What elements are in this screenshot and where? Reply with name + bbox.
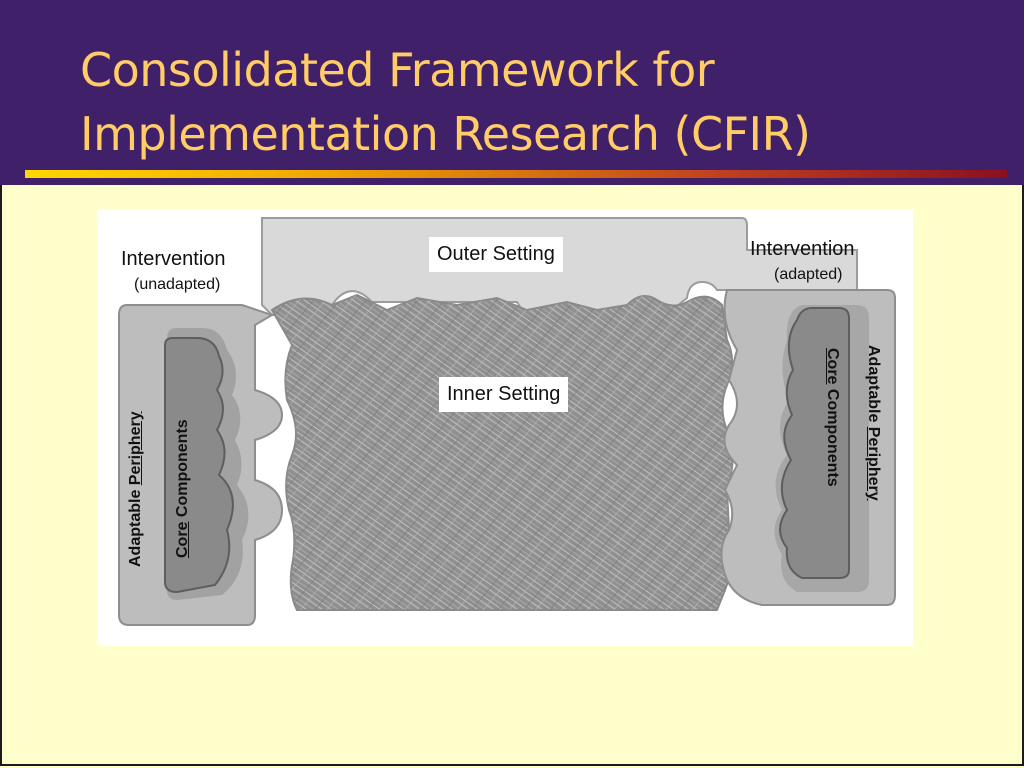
- slide-frame: [0, 185, 1024, 766]
- right-core-shape: [779, 307, 850, 579]
- right-core-suffix: Components: [824, 384, 841, 487]
- left-core-shape: [164, 337, 234, 594]
- left-periphery-prefix: Adaptable: [127, 485, 144, 567]
- right-intervention-subheading: (adapted): [774, 266, 843, 283]
- cfir-diagram-graphic: [118, 217, 896, 626]
- right-periphery-prefix: Adaptable: [865, 345, 882, 427]
- left-intervention-subheading: (unadapted): [134, 276, 221, 293]
- right-intervention-heading: Intervention: [750, 238, 855, 260]
- slide-title: Consolidated Framework for Implementatio…: [80, 38, 811, 166]
- slide-title-line-1: Consolidated Framework for: [80, 43, 715, 97]
- left-intervention-heading: Intervention: [121, 248, 226, 270]
- title-banner: Consolidated Framework for Implementatio…: [0, 0, 1024, 185]
- right-adaptable-periphery-label: Adaptable Periphery: [864, 345, 882, 501]
- cfir-diagram: Intervention (unadapted) Intervention (a…: [97, 210, 913, 646]
- right-periphery-word: Periphery: [865, 426, 882, 501]
- left-core-word: Core: [174, 521, 191, 558]
- outer-setting-label: Outer Setting: [429, 237, 563, 272]
- right-core-word: Core: [824, 348, 841, 385]
- inner-setting-label: Inner Setting: [439, 377, 569, 412]
- slide-title-line-2: Implementation Research (CFIR): [80, 107, 811, 161]
- left-adaptable-periphery-label: Adaptable Periphery: [127, 411, 145, 567]
- left-periphery-word: Periphery: [127, 411, 144, 486]
- title-divider: [25, 170, 1007, 178]
- right-core-components-label: Core Components: [823, 348, 841, 487]
- left-core-components-label: Core Components: [174, 419, 192, 558]
- left-core-suffix: Components: [174, 419, 191, 522]
